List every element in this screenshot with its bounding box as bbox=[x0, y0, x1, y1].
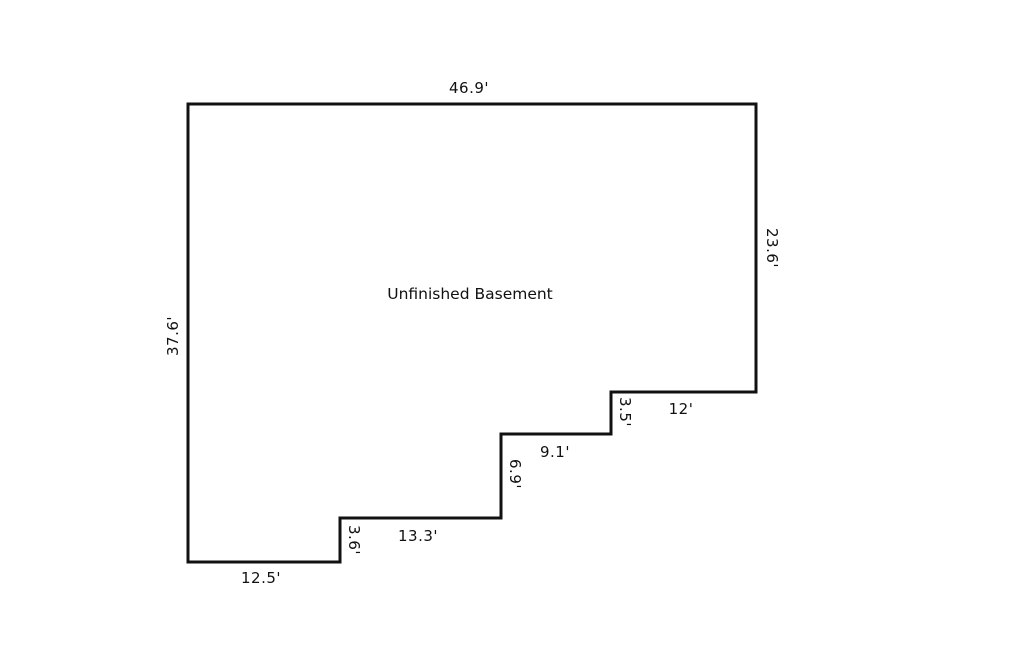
dimension-step-run-2: 9.1' bbox=[540, 443, 570, 461]
dimension-step-rise-1: 3.5' bbox=[616, 397, 634, 427]
dimension-step-run-3: 13.3' bbox=[398, 527, 438, 545]
dimension-bottom: 12.5' bbox=[241, 569, 281, 587]
dimension-step-rise-3: 3.6' bbox=[345, 525, 363, 555]
dimension-step-run-1: 12' bbox=[669, 400, 694, 418]
dimension-step-rise-2: 6.9' bbox=[506, 459, 524, 489]
dimension-top: 46.9' bbox=[449, 79, 489, 97]
room-outline bbox=[186, 102, 758, 564]
room-name: Unfinished Basement bbox=[387, 285, 553, 303]
dimension-right: 23.6' bbox=[763, 228, 781, 268]
dimension-left: 37.6' bbox=[164, 316, 182, 356]
